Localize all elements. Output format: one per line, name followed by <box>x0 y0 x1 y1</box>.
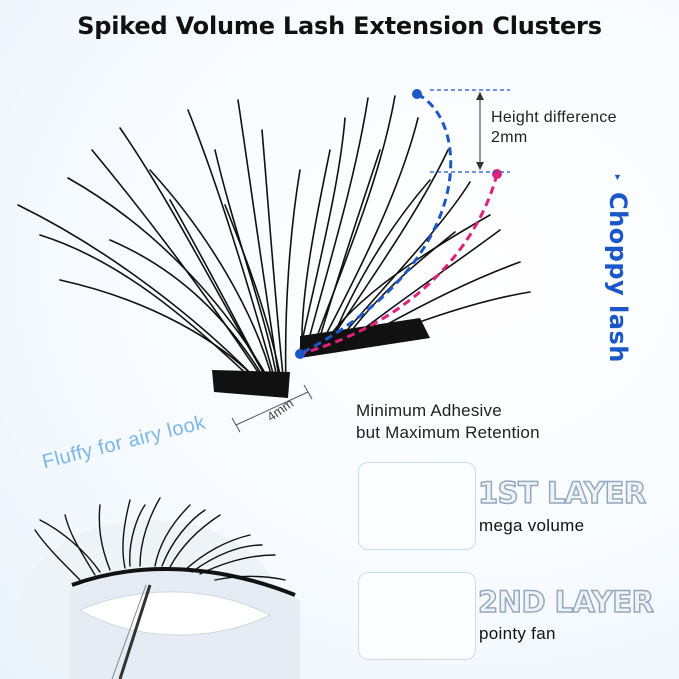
layer-2-card <box>358 572 476 660</box>
triangle-marker-icon: ▼ <box>613 172 622 182</box>
layer-1-title: 1ST LAYER <box>477 475 647 511</box>
adhesive-note-line1: Minimum Adhesive <box>356 401 502 420</box>
layer-2-title: 2ND LAYER <box>477 584 654 620</box>
height-difference-label: Height difference 2mm <box>491 108 617 148</box>
page-title: Spiked Volume Lash Extension Clusters <box>77 12 602 40</box>
layer-1-subtitle: mega volume <box>479 516 585 535</box>
height-difference-markers <box>295 89 510 359</box>
adhesive-note-line2: but Maximum Retention <box>356 423 540 442</box>
choppy-lash-label: Choppy lash <box>604 192 632 363</box>
layer-2-subtitle: pointy fan <box>479 624 556 643</box>
right-lash-cluster <box>299 95 531 358</box>
left-lash-cluster <box>17 99 301 398</box>
choppy-lash-label-wrap: Choppy lash <box>604 192 632 382</box>
height-difference-line1: Height difference <box>491 109 617 126</box>
adhesive-note: Minimum Adhesive but Maximum Retention <box>356 400 540 444</box>
base-width-dimension <box>231 384 313 433</box>
eye-model-illustration <box>20 497 300 679</box>
layer-1-card <box>358 462 476 550</box>
height-difference-line2: 2mm <box>491 129 528 146</box>
